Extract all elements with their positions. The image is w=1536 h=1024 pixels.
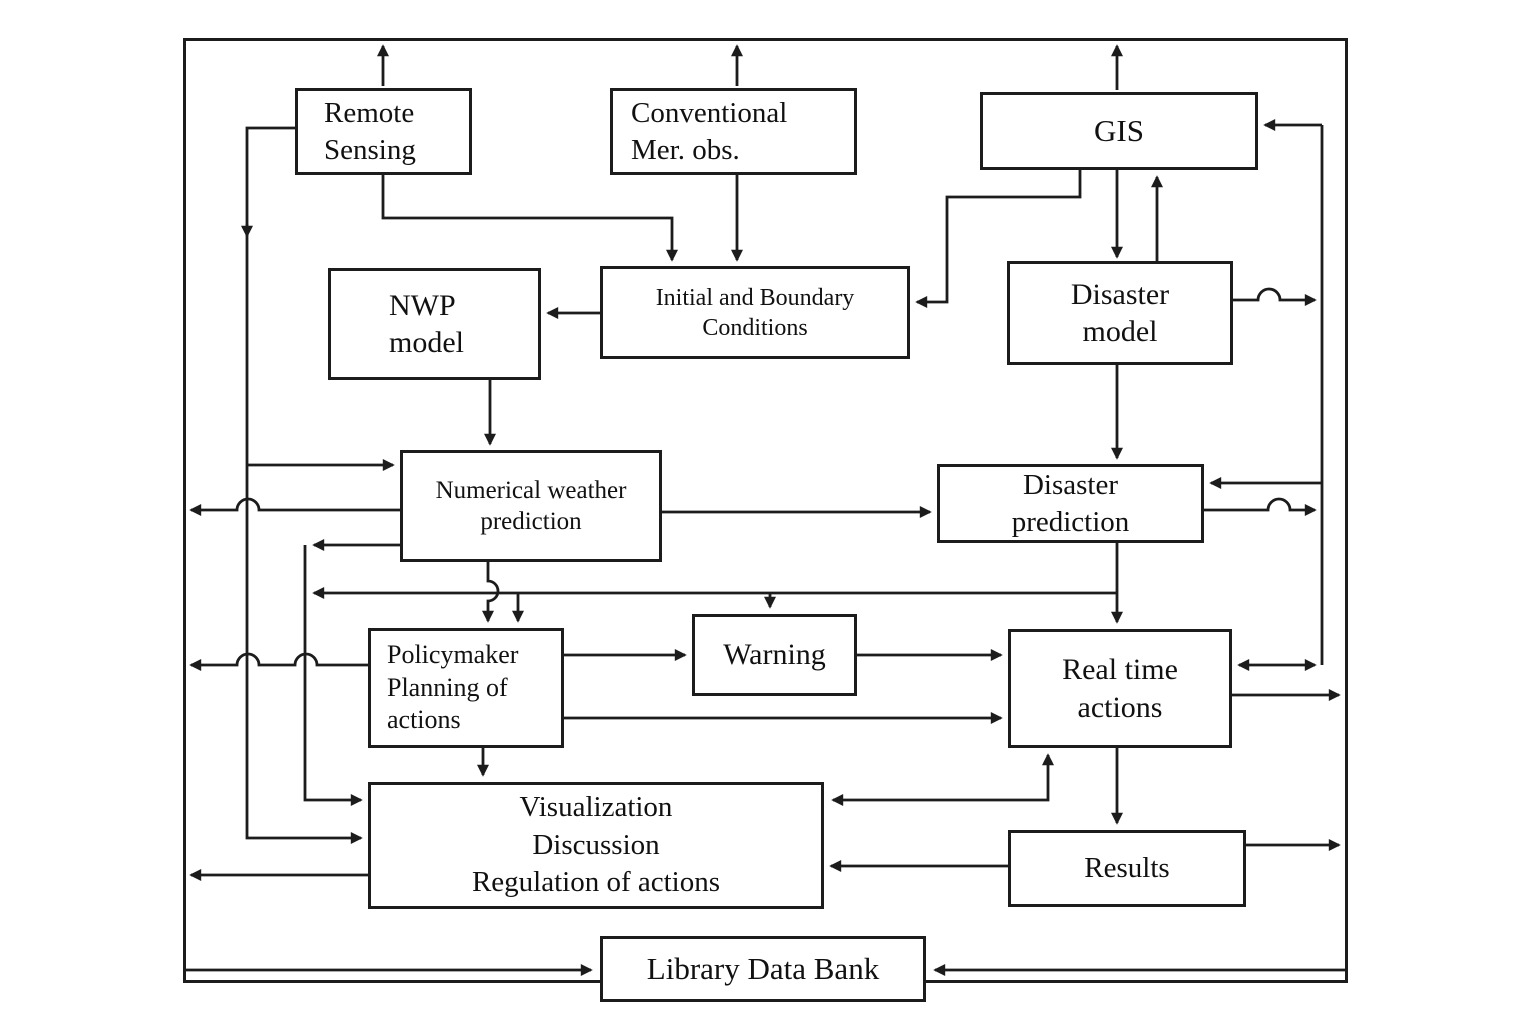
node-library-data-bank: Library Data Bank bbox=[600, 936, 926, 1002]
node-visualization: Visualization Discussion Regulation of a… bbox=[368, 782, 824, 909]
node-disaster-prediction: Disaster prediction bbox=[937, 464, 1204, 543]
edge-inner-left-bus-to-visualization bbox=[303, 545, 363, 806]
edge-remote-sensing-to-visualization bbox=[245, 126, 363, 844]
edge-remote-sensing-to-initial-boundary bbox=[381, 175, 678, 262]
node-real-time-actions: Real time actions bbox=[1008, 629, 1232, 748]
edge-real-time-visualization-bidirectional bbox=[831, 753, 1054, 806]
node-warning: Warning bbox=[692, 614, 857, 696]
node-gis: GIS bbox=[980, 92, 1258, 170]
node-disaster-model: Disaster model bbox=[1007, 261, 1233, 365]
node-numerical-weather: Numerical weather prediction bbox=[400, 450, 662, 562]
edge-numerical-weather-to-left-border bbox=[189, 497, 400, 516]
edge-disaster-model-to-right-bus bbox=[1233, 287, 1317, 306]
edge-policymaker-to-left-border bbox=[189, 652, 368, 671]
edge-disaster-prediction-to-right-bus bbox=[1204, 497, 1317, 516]
node-remote-sensing: Remote Sensing bbox=[295, 88, 472, 175]
node-policymaker: Policymaker Planning of actions bbox=[368, 628, 564, 748]
node-nwp-model: NWP model bbox=[328, 268, 541, 380]
edge-gis-to-initial-boundary bbox=[915, 170, 1082, 308]
node-results: Results bbox=[1008, 830, 1246, 907]
node-conventional-obs: Conventional Mer. obs. bbox=[610, 88, 857, 175]
edge-numerical-weather-to-policymaker bbox=[482, 562, 500, 623]
node-initial-boundary: Initial and Boundary Conditions bbox=[600, 266, 910, 359]
